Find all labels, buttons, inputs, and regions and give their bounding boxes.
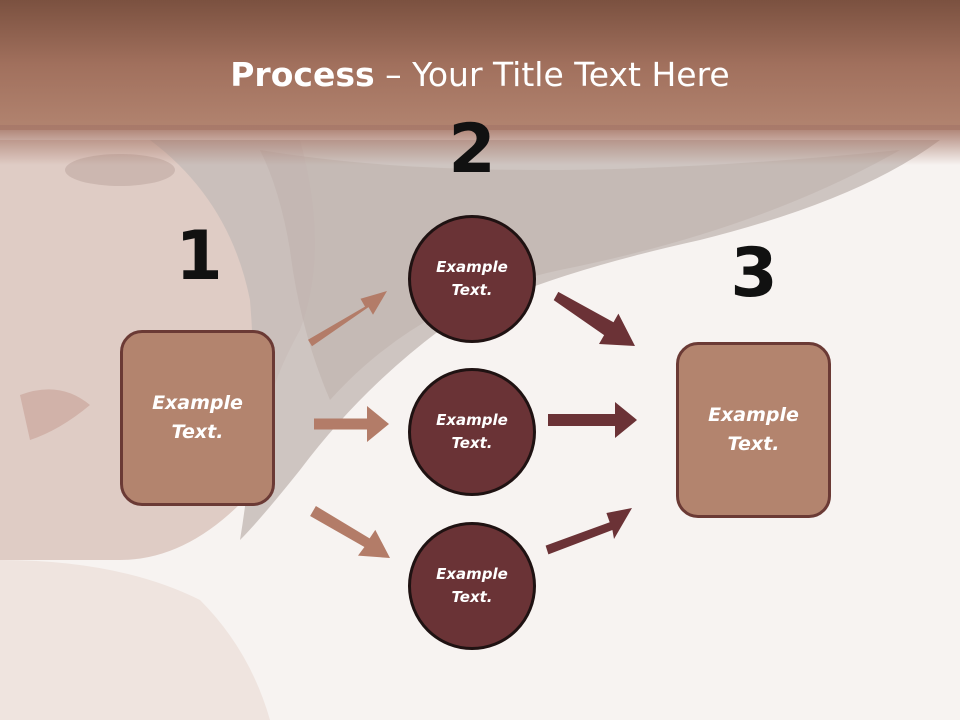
- title-rest: – Your Title Text Here: [374, 55, 730, 94]
- circle-top: Example Text.: [408, 215, 536, 343]
- circle-top-text: Example Text.: [436, 258, 508, 299]
- step-number-2: 2: [448, 110, 496, 189]
- arrow-to-middle-circle: [314, 406, 389, 442]
- circle-bottom: Example Text.: [408, 522, 536, 650]
- step-number-1: 1: [175, 217, 223, 296]
- right-process-box: Example Text.: [676, 342, 831, 518]
- left-process-box: Example Text.: [120, 330, 275, 506]
- arrow-to-bottom-circle: [310, 506, 390, 558]
- arrow-from-top-circle: [553, 291, 635, 346]
- arrow-to-top-circle: [308, 291, 387, 347]
- circle-middle-text: Example Text.: [436, 411, 508, 452]
- arrow-from-bottom-circle: [545, 508, 632, 555]
- title-bold: Process: [230, 55, 375, 94]
- right-box-text: Example Text.: [708, 404, 799, 455]
- step-number-3: 3: [730, 234, 778, 313]
- circle-middle: Example Text.: [408, 368, 536, 496]
- circle-bottom-text: Example Text.: [436, 565, 508, 606]
- left-box-text: Example Text.: [152, 392, 243, 443]
- arrow-from-middle-circle: [548, 402, 637, 438]
- slide-title: Process – Your Title Text Here: [0, 52, 960, 98]
